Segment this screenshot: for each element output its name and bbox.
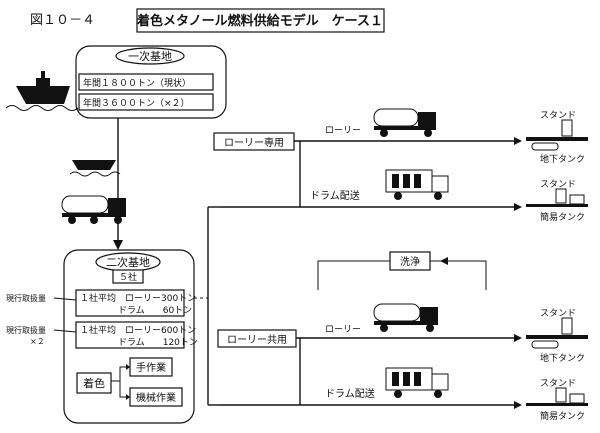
simple-tank-icon: [569, 393, 585, 404]
tanker-truck-icon: [373, 108, 436, 137]
barge-icon: [69, 160, 121, 177]
underground-tank-icon: [531, 340, 559, 349]
stand-label: スタンド: [540, 110, 576, 121]
underground-tank-label: 地下タンク: [540, 153, 585, 165]
fuel-pump-icon: [555, 387, 567, 403]
destination-underground-1: スタンド 地下タンク: [526, 110, 588, 165]
figure-number: 図１０－４: [30, 13, 95, 28]
lorry-shared-route-label: ローリー: [325, 325, 361, 335]
lorry-route-label: ローリー: [325, 126, 361, 136]
destination-underground-2: スタンド 地下タンク: [526, 308, 588, 364]
tanker-ship-icon: [5, 71, 79, 111]
primary-annual-now: 年間１８００トン（現状）: [83, 77, 191, 89]
primary-base: 一次基地 年間１８００トン（現状） 年間３６００トン（×２）: [75, 45, 227, 119]
arrow-down-icon: [113, 240, 123, 250]
underground-tank-label: 地下タンク: [540, 352, 585, 364]
simple-tank-label: 簡易タンク: [540, 211, 585, 223]
tanker-truck-icon: [373, 303, 438, 332]
current-volume-x2-label: 現行取扱量: [6, 325, 46, 335]
avg2-line1: １社平均 ローリー600トン: [80, 324, 196, 336]
manual-work-label: 手作業: [136, 361, 166, 374]
stand-label: スタンド: [540, 378, 576, 389]
lorry-only-label: ローリー専用: [224, 137, 284, 149]
stand-label: スタンド: [540, 179, 576, 190]
primary-annual-x2: 年間３６００トン（×２）: [83, 97, 190, 109]
destination-simple-2: スタンド 簡易タンク: [526, 378, 588, 422]
underground-tank-icon: [531, 142, 559, 151]
washing-label: 洗浄: [400, 255, 420, 268]
avg1-line1: １社平均 ローリー300トン: [80, 292, 196, 304]
fuel-pump-icon: [561, 317, 573, 335]
coloring-label: 着色: [83, 376, 105, 390]
drum-truck-icon: [385, 367, 449, 398]
primary-base-label: 一次基地: [128, 49, 172, 63]
secondary-base-label: 二次基地: [106, 255, 150, 269]
fuel-pump-icon: [561, 119, 573, 137]
drum-delivery-label-2: ドラム配送: [325, 387, 375, 400]
drum-delivery-label-1: ドラム配送: [310, 189, 360, 202]
machine-work-label: 機械作業: [136, 391, 176, 404]
stand-label: スタンド: [540, 308, 576, 319]
lorry-shared-label: ローリー共用: [227, 334, 287, 346]
secondary-companies: ５社: [119, 271, 137, 283]
title-box: [136, 8, 385, 33]
current-volume-label: 現行取扱量: [6, 293, 46, 303]
secondary-base: 二次基地 ５社 １社平均 ローリー300トン ドラム 60トン １社平均 ローリ…: [63, 249, 198, 424]
simple-tank-label: 簡易タンク: [540, 410, 585, 422]
diagram-title: 着色メタノール燃料供給モデル ケース１: [136, 13, 383, 29]
tanker-truck-icon: [61, 195, 126, 224]
avg1-line2: ドラム 60トン: [118, 305, 192, 316]
drum-truck-icon: [385, 169, 449, 200]
simple-tank-icon: [569, 194, 585, 205]
current-volume-x2-multiplier: ×２: [30, 337, 45, 346]
destination-simple-1: スタンド 簡易タンク: [526, 179, 588, 223]
fuel-pump-icon: [555, 188, 567, 204]
avg2-line2: ドラム 120トン: [118, 337, 198, 348]
